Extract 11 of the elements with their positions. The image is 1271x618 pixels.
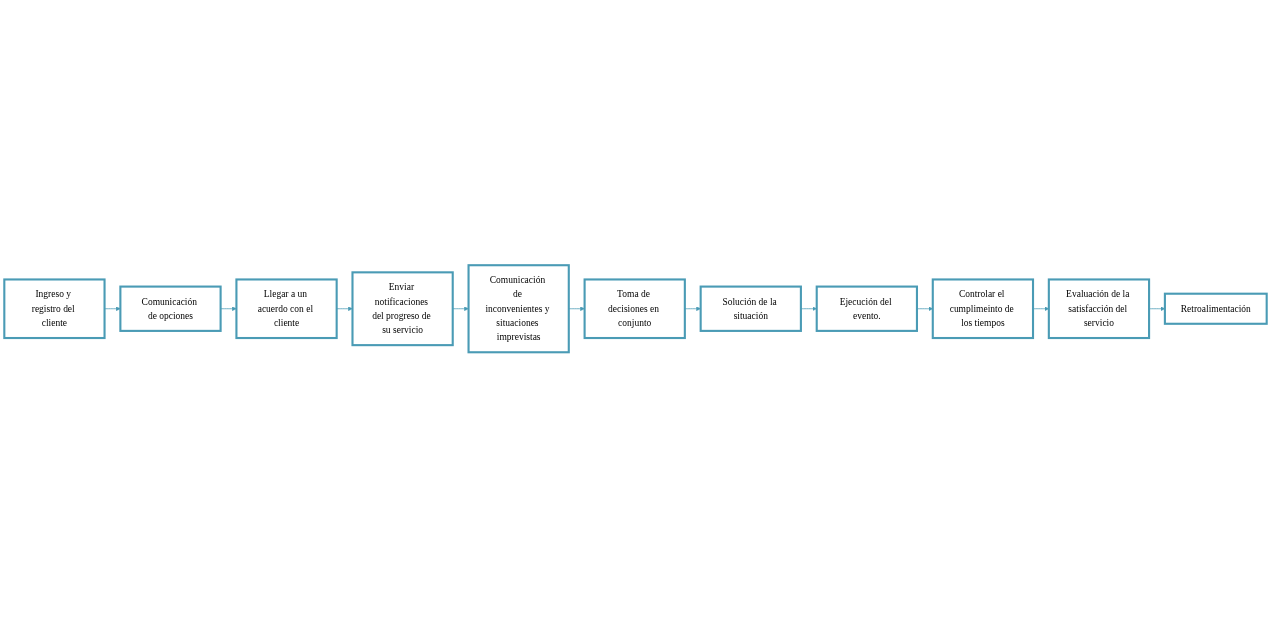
node-box: Comunicación de opciones [119,285,222,333]
node-box: Controlar el cumplimeinto de los tiempos [931,278,1035,340]
node-box: Ingreso y registro del cliente [3,278,106,340]
node-box: Solución de la situación [699,285,802,333]
node-box: Ejecución del evento. [815,285,918,333]
node-box: Evaluación de la satisfacción del servicio [1047,278,1151,340]
node-box: Retroalimentación [1163,292,1268,326]
node-box: Enviar notificaciones del progreso de su servicio [351,271,454,347]
node-box: Comunicación de inconvenientes y situaciones imprevistas [467,264,570,354]
node-box: Toma de decisiones en conjunto [583,278,686,340]
node-box: Llegar a un acuerdo con el cliente [235,278,338,340]
